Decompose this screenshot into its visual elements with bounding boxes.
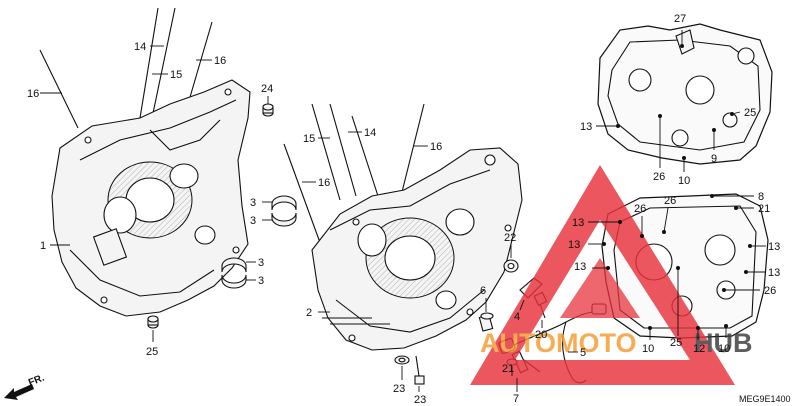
- gasket-upper: [597, 23, 773, 165]
- callout-3-d: 3: [258, 275, 264, 287]
- front-arrow-icon: [4, 384, 34, 400]
- callout-6: 6: [480, 285, 486, 297]
- dowel-pin-lower: [147, 315, 159, 329]
- callout-26-b: 26: [664, 195, 676, 207]
- callout-12: 13: [580, 121, 592, 133]
- callout-13-a: 13: [572, 217, 584, 229]
- callout-10-a: 10: [678, 175, 690, 187]
- callout-26-a: 26: [634, 203, 646, 215]
- callout-27: 27: [674, 13, 686, 25]
- right-crankcase-half: [283, 103, 523, 351]
- callout-15-a: 15: [170, 69, 182, 81]
- callout-23-a: 24: [261, 83, 273, 95]
- callout-16-a: 16: [27, 88, 39, 100]
- callout-13-b: 13: [568, 239, 580, 251]
- callout-21: 23: [414, 394, 426, 406]
- callout-8: 8: [758, 191, 764, 203]
- callout-16-b: 16: [214, 55, 226, 67]
- left-studs: [39, 7, 213, 129]
- callout-16-d: 16: [430, 141, 442, 153]
- callout-2: 2: [306, 307, 312, 319]
- watermark-brand-part1: AUTOMOTO: [480, 328, 637, 358]
- callout-18: 21: [758, 203, 770, 215]
- callout-25-a: 25: [744, 107, 756, 119]
- callout-19: 21: [502, 363, 514, 375]
- callout-13-d: 13: [768, 241, 780, 253]
- plug-20: [503, 259, 519, 273]
- front-direction-indicator: FR.: [4, 372, 46, 400]
- right-studs: [283, 103, 425, 249]
- callout-22: 23: [393, 383, 405, 395]
- callout-23-b: 25: [146, 346, 158, 358]
- callout-3-c: 3: [258, 257, 264, 269]
- sensor-6: [478, 312, 494, 332]
- callout-7: 7: [513, 393, 519, 405]
- callout-11: 12: [693, 343, 705, 355]
- callout-26-c: 26: [764, 285, 776, 297]
- watermark-brand-part2: HUB: [694, 328, 753, 358]
- watermark-triangle-icon: [470, 165, 735, 385]
- washer-22: [394, 355, 410, 365]
- dowel-pin-upper: [262, 103, 274, 117]
- callout-3-a: 3: [250, 197, 256, 209]
- callout-4: 4: [514, 311, 520, 323]
- bearing-shells: [221, 195, 297, 289]
- callouts: 1 16 14 15 16 24 25 3 3 3 3 2 15 14 16 1…: [27, 13, 780, 406]
- callout-3-b: 3: [250, 215, 256, 227]
- left-crankcase-half: [39, 7, 251, 317]
- callout-17: 20: [535, 329, 547, 341]
- front-label: FR.: [27, 372, 46, 388]
- diagram-code: MEG9E1400: [739, 394, 791, 404]
- callout-10-b: 10: [642, 343, 654, 355]
- callout-16-c: 16: [318, 177, 330, 189]
- callout-15-b: 15: [303, 133, 315, 145]
- bolt-21: [414, 355, 425, 385]
- callout-14-a: 14: [134, 41, 146, 53]
- callout-25-b: 26: [653, 171, 665, 183]
- callout-14-b: 14: [364, 127, 376, 139]
- callout-13-e: 13: [768, 267, 780, 279]
- callout-24: 25: [670, 337, 682, 349]
- callout-1: 1: [40, 240, 46, 252]
- watermark-logo: AUTOMOTO HUB: [470, 165, 753, 385]
- callout-5: 5: [580, 347, 586, 359]
- callout-9: 9: [711, 153, 717, 165]
- callout-20: 22: [504, 232, 516, 244]
- callout-10-c: 10: [718, 343, 730, 355]
- callout-13-c: 13: [574, 261, 586, 273]
